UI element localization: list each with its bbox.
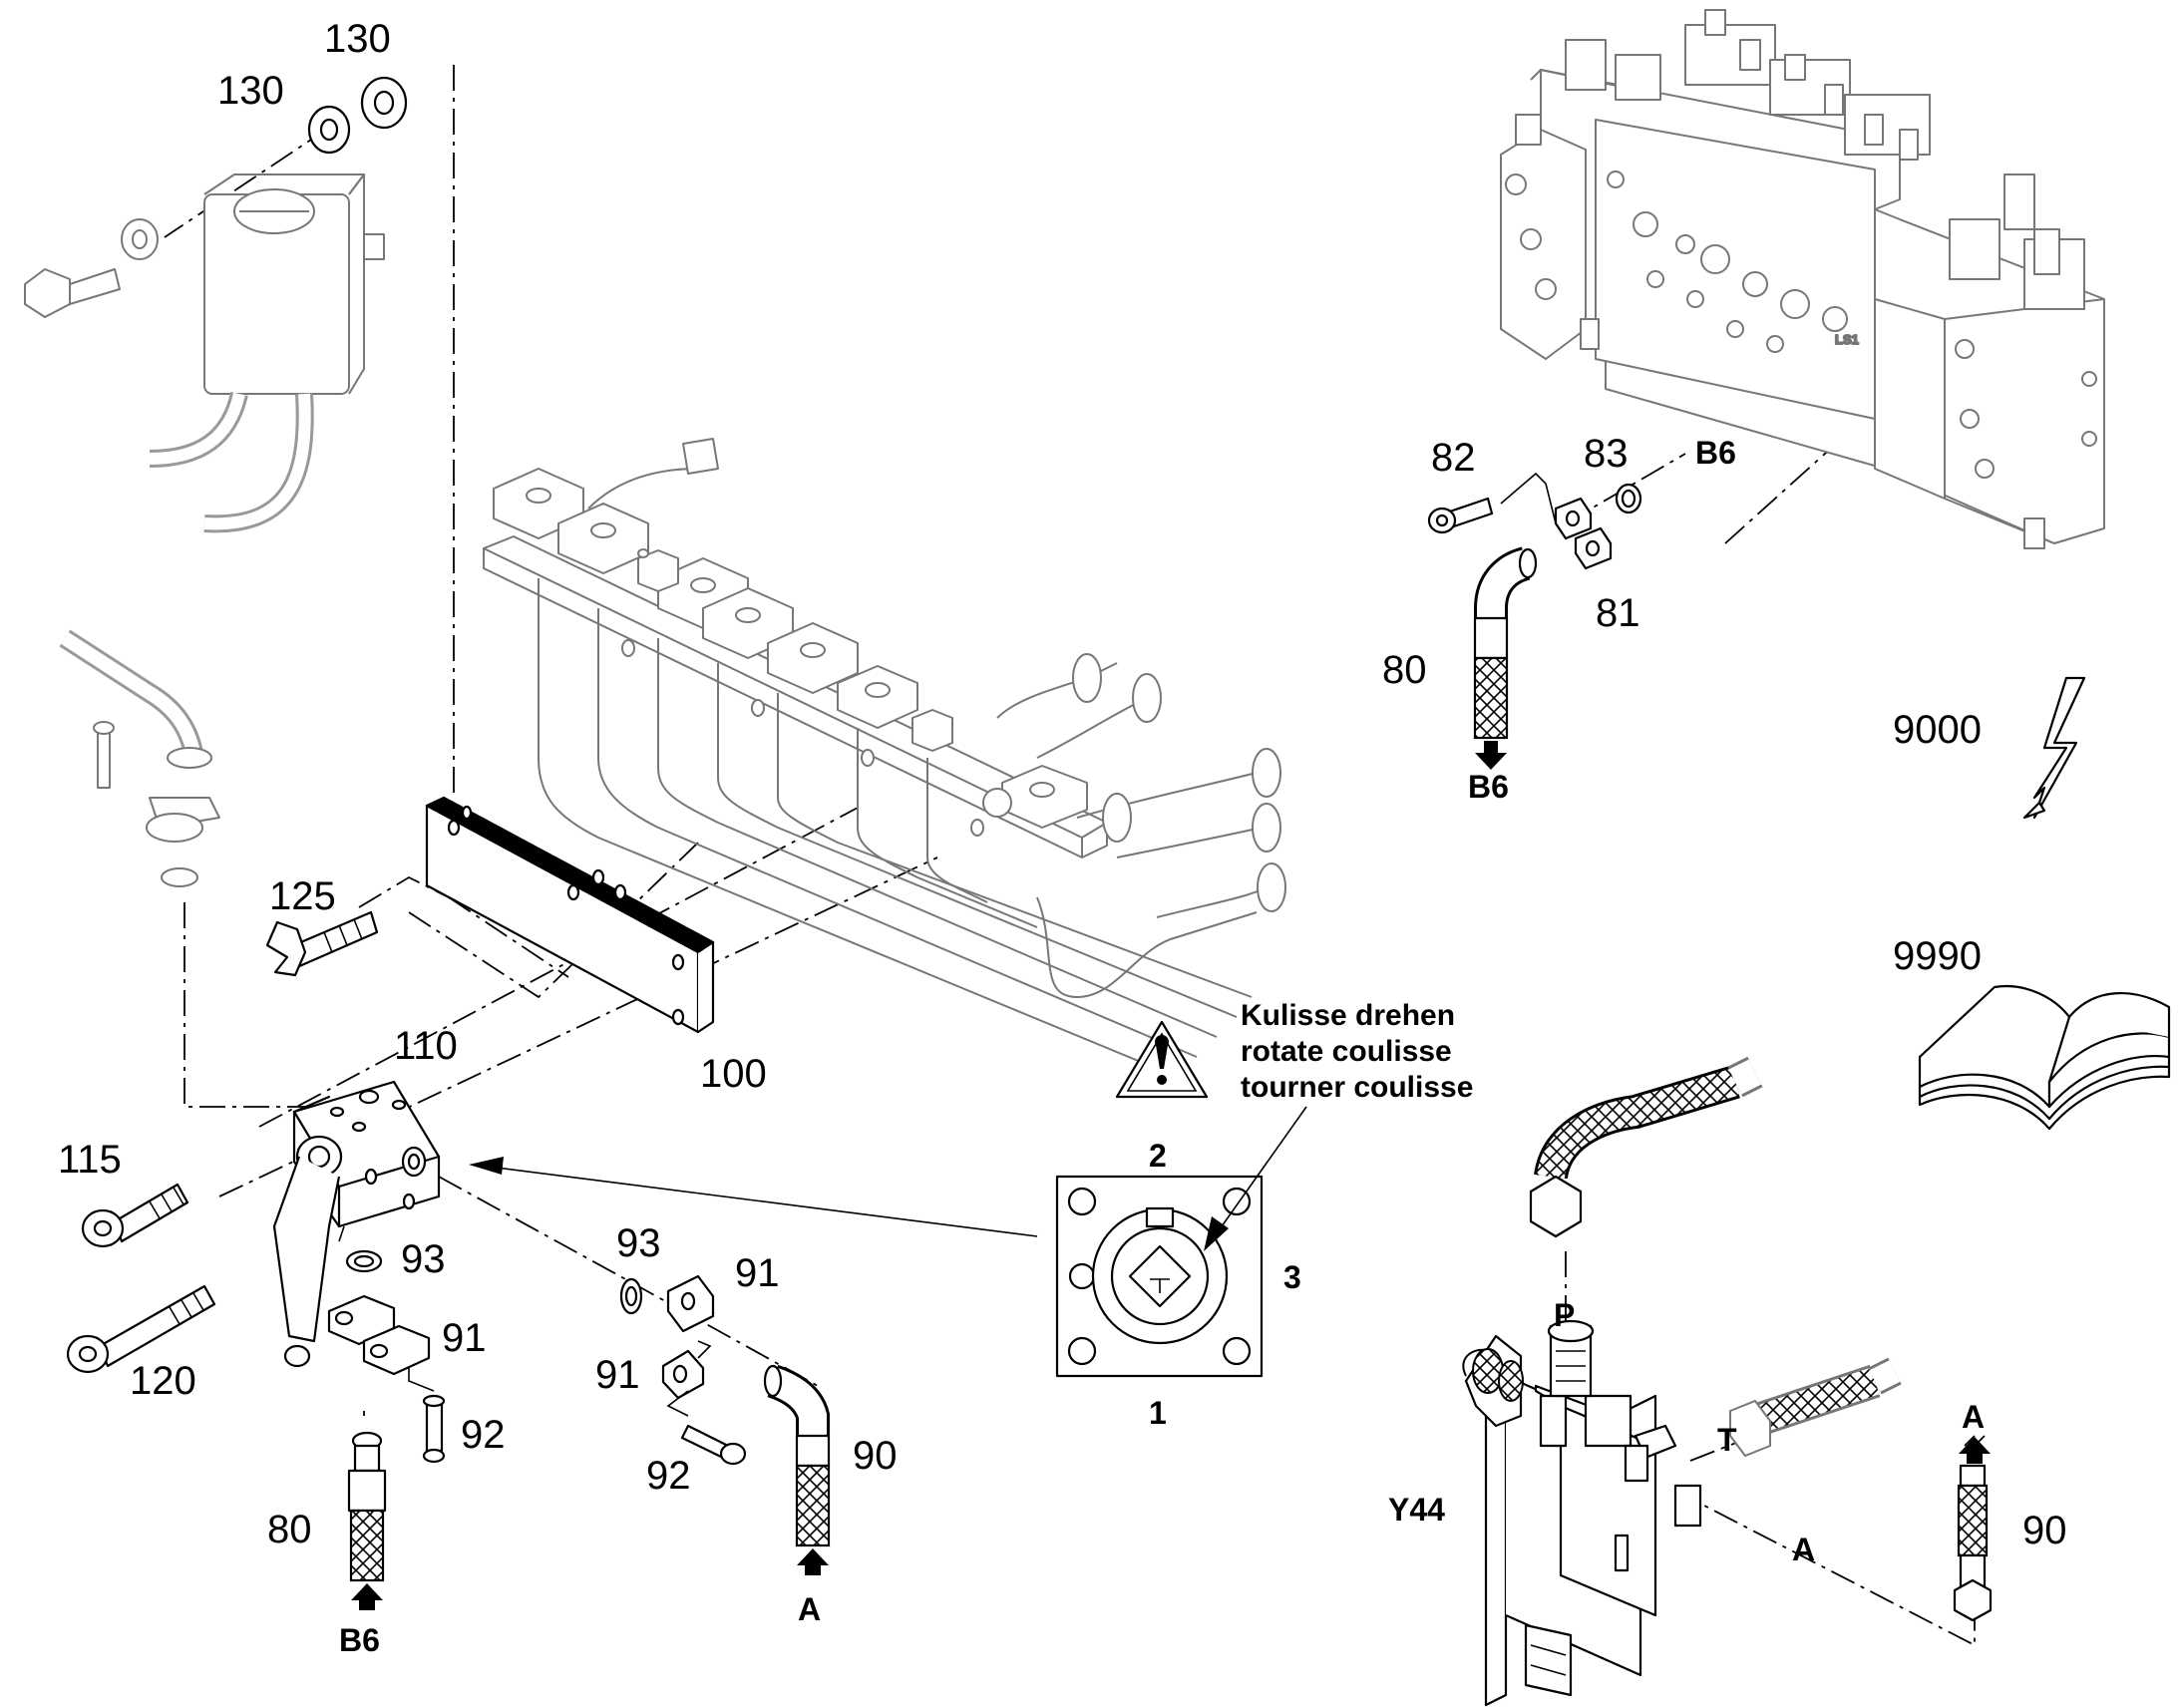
valve-stamp-text: LS1 bbox=[1835, 332, 1859, 347]
label-91-mid: 91 bbox=[735, 1251, 780, 1295]
label-80-right: 80 bbox=[1382, 648, 1427, 692]
label-91-left: 91 bbox=[442, 1316, 487, 1360]
instruction-fr: tourner coulisse bbox=[1241, 1071, 1473, 1104]
label-93-mid: 93 bbox=[616, 1221, 661, 1265]
block-110 bbox=[272, 1080, 441, 1368]
port-labels: B6 B6 B6 A A P T A bbox=[339, 435, 1985, 1658]
coulisse-instruction-leader bbox=[1204, 1106, 1307, 1251]
instruction-de: Kulisse drehen bbox=[1241, 999, 1455, 1032]
label-125: 125 bbox=[269, 874, 336, 918]
label-90-right: 90 bbox=[2022, 1509, 2067, 1552]
label-92-mid: 92 bbox=[646, 1454, 691, 1498]
coulisse-leader bbox=[469, 1157, 1038, 1237]
label-91-mid-lower: 91 bbox=[595, 1353, 640, 1397]
port-a-right-arrow: A bbox=[1962, 1399, 1985, 1435]
port-t: T bbox=[1717, 1422, 1737, 1458]
oring-93-mid bbox=[619, 1277, 643, 1315]
coulisse-detail bbox=[1055, 1175, 1264, 1378]
label-92-left: 92 bbox=[461, 1413, 506, 1457]
screw-125 bbox=[265, 910, 379, 977]
hose-90-right bbox=[1953, 1435, 1993, 1622]
label-130-second: 130 bbox=[217, 69, 284, 113]
hose-80-right bbox=[1473, 546, 1538, 770]
label-90-mid: 90 bbox=[853, 1434, 898, 1478]
port-p: P bbox=[1554, 1297, 1575, 1333]
port-b6-left-arrow: B6 bbox=[339, 1622, 380, 1658]
screw-82 bbox=[1427, 472, 1557, 534]
lightning-icon bbox=[2022, 676, 2086, 820]
label-81: 81 bbox=[1596, 591, 1640, 635]
reference-hose-left bbox=[59, 629, 220, 887]
label-115: 115 bbox=[58, 1138, 122, 1182]
flange-91-mid bbox=[661, 1274, 715, 1400]
screw-120 bbox=[66, 1284, 216, 1374]
flange-91-left bbox=[327, 1294, 431, 1376]
label-100: 100 bbox=[700, 1052, 767, 1096]
valve-y44 bbox=[1462, 1056, 1902, 1707]
flange-81 bbox=[1554, 497, 1613, 570]
port-b6-right-arrow: B6 bbox=[1468, 769, 1509, 805]
plate-100 bbox=[425, 796, 715, 1034]
oring-93-left bbox=[345, 1249, 383, 1273]
pipe-manifold bbox=[483, 438, 1286, 1078]
label-82: 82 bbox=[1431, 436, 1476, 480]
label-y44: Y44 bbox=[1388, 1492, 1445, 1528]
screw-92-left bbox=[408, 1366, 446, 1464]
washer-130-second bbox=[307, 105, 351, 155]
label-110: 110 bbox=[394, 1024, 458, 1068]
label-coulisse-2: 2 bbox=[1149, 1138, 1167, 1174]
reservoir-assembly bbox=[24, 76, 408, 533]
hose-80-left bbox=[347, 1431, 387, 1610]
coulisse-instruction: Kulisse drehen rotate coulisse tourner c… bbox=[1241, 999, 1473, 1104]
label-9990: 9990 bbox=[1893, 934, 1982, 978]
label-83: 83 bbox=[1584, 432, 1629, 476]
instruction-en: rotate coulisse bbox=[1241, 1035, 1452, 1068]
port-a-mid-arrow: A bbox=[798, 1591, 821, 1627]
hose-90-mid bbox=[763, 1364, 831, 1575]
label-9000: 9000 bbox=[1893, 708, 1982, 752]
label-130-top: 130 bbox=[324, 17, 391, 61]
label-93-left: 93 bbox=[401, 1237, 446, 1281]
label-120: 120 bbox=[130, 1359, 196, 1403]
port-b6-top: B6 bbox=[1695, 435, 1736, 471]
screw-115 bbox=[81, 1183, 189, 1248]
screw-92-mid bbox=[666, 1390, 747, 1466]
washer-130-top bbox=[360, 76, 408, 130]
oring-83 bbox=[1615, 483, 1642, 514]
manual-book-icon bbox=[1918, 984, 2171, 1131]
label-coulisse-1: 1 bbox=[1149, 1395, 1167, 1431]
label-coulisse-3: 3 bbox=[1283, 1259, 1301, 1295]
port-a: A bbox=[1792, 1532, 1815, 1567]
part-number-labels: 130 130 125 110 100 115 120 93 91 92 80 … bbox=[58, 17, 2067, 1552]
warning-triangle-icon bbox=[1115, 1020, 1209, 1099]
label-80-left: 80 bbox=[267, 1508, 312, 1551]
control-valve-block: LS1 bbox=[1500, 9, 2105, 549]
